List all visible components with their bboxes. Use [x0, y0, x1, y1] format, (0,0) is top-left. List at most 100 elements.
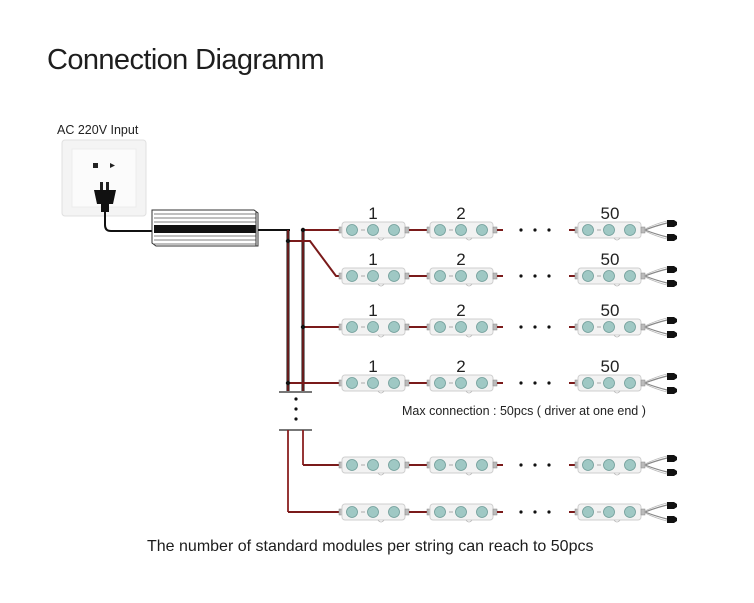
led-icon [582, 224, 594, 236]
led-icon [367, 506, 379, 518]
led-module-1 [338, 503, 410, 523]
led-icon [476, 321, 488, 333]
continuation-dots [519, 274, 551, 278]
led-module-50 [574, 267, 646, 287]
led-icon [346, 506, 358, 518]
led-module-2 [426, 456, 498, 476]
led-icon [476, 506, 488, 518]
led-icon [455, 224, 467, 236]
led-icon [455, 459, 467, 471]
led-icon [582, 506, 594, 518]
led-icon [476, 377, 488, 389]
module-number-label: 2 [456, 357, 465, 376]
led-icon [624, 459, 636, 471]
led-icon [388, 459, 400, 471]
led-icon [476, 270, 488, 282]
led-icon [476, 224, 488, 236]
led-string-row [338, 455, 677, 476]
led-icon [455, 270, 467, 282]
led-module-2 [426, 267, 498, 287]
led-icon [624, 270, 636, 282]
led-icon [476, 459, 488, 471]
led-icon [367, 459, 379, 471]
led-icon [388, 321, 400, 333]
led-icon [582, 377, 594, 389]
output-connector-icon [644, 455, 677, 476]
bus-junction-nodes [285, 227, 306, 386]
led-icon [434, 459, 446, 471]
module-number-label: 1 [368, 204, 377, 223]
led-module-1 [338, 267, 410, 287]
led-icon [346, 270, 358, 282]
led-icon [582, 270, 594, 282]
led-module-50 [574, 221, 646, 241]
module-number-label: 1 [368, 357, 377, 376]
power-bus [279, 230, 312, 512]
led-icon [603, 459, 615, 471]
led-icon [346, 224, 358, 236]
led-string-row: 1 2 50 [338, 301, 677, 338]
led-module-1 [338, 374, 410, 394]
output-connector-icon [644, 266, 677, 287]
led-module-2 [426, 318, 498, 338]
led-icon [455, 377, 467, 389]
bus-continuation-dots [294, 397, 298, 421]
module-number-label: 1 [368, 301, 377, 320]
led-module-2 [426, 503, 498, 523]
module-number-label: 2 [456, 301, 465, 320]
led-icon [388, 270, 400, 282]
led-module-1 [338, 221, 410, 241]
continuation-dots [519, 510, 551, 514]
module-number-label: 50 [601, 250, 620, 269]
module-number-label: 50 [601, 204, 620, 223]
led-icon [582, 459, 594, 471]
led-icon [434, 506, 446, 518]
led-icon [624, 506, 636, 518]
output-connector-icon [644, 373, 677, 394]
output-connector-icon [644, 317, 677, 338]
led-string-row [338, 502, 677, 523]
led-icon [603, 321, 615, 333]
led-icon [346, 321, 358, 333]
continuation-dots [519, 381, 551, 385]
led-icon [603, 224, 615, 236]
max-connection-note: Max connection : 50pcs ( driver at one e… [402, 404, 646, 418]
led-icon [603, 270, 615, 282]
led-driver-icon [151, 209, 259, 247]
continuation-dots [519, 325, 551, 329]
led-string-row: 1 2 50 [338, 357, 677, 394]
led-icon [367, 321, 379, 333]
led-icon [388, 224, 400, 236]
continuation-dots [519, 463, 551, 467]
led-icon [367, 224, 379, 236]
continuation-dots [519, 228, 551, 232]
led-icon [434, 377, 446, 389]
led-module-2 [426, 221, 498, 241]
led-icon [388, 377, 400, 389]
led-icon [603, 506, 615, 518]
module-number-label: 2 [456, 250, 465, 269]
led-icon [434, 321, 446, 333]
led-icon [603, 377, 615, 389]
led-string-row: 1 2 50 [338, 204, 677, 241]
module-number-label: 1 [368, 250, 377, 269]
led-icon [624, 224, 636, 236]
led-icon [455, 321, 467, 333]
led-module-1 [338, 456, 410, 476]
module-number-label: 2 [456, 204, 465, 223]
output-connector-icon [644, 502, 677, 523]
wall-socket-icon [61, 139, 147, 217]
led-module-1 [338, 318, 410, 338]
led-icon [455, 506, 467, 518]
led-module-50 [574, 456, 646, 476]
page-title: Connection Diagramm [47, 44, 325, 76]
led-icon [582, 321, 594, 333]
led-module-2 [426, 374, 498, 394]
led-icon [346, 377, 358, 389]
ac-input-label: AC 220V Input [57, 123, 139, 137]
led-icon [624, 377, 636, 389]
module-number-label: 50 [601, 301, 620, 320]
module-number-label: 50 [601, 357, 620, 376]
led-module-50 [574, 503, 646, 523]
